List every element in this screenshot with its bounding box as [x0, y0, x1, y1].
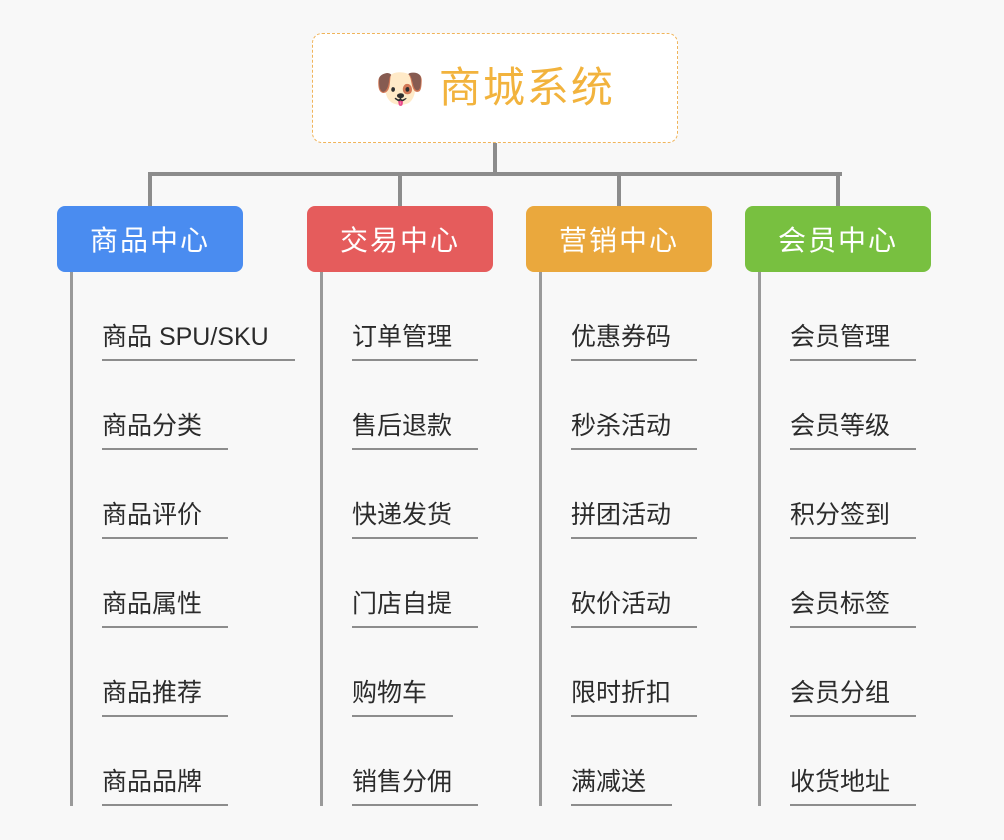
branch-item[interactable]: 商品推荐 [70, 628, 243, 717]
branch-item[interactable]: 限时折扣 [539, 628, 712, 717]
branch-item[interactable]: 秒杀活动 [539, 361, 712, 450]
branch-item[interactable]: 销售分佣 [320, 717, 493, 806]
branch-item[interactable]: 砍价活动 [539, 539, 712, 628]
branch-item-label: 售后退款 [352, 414, 479, 450]
branch-item[interactable]: 会员标签 [758, 539, 931, 628]
branch-item-label: 会员管理 [790, 325, 917, 361]
branch-item-label: 限时折扣 [571, 681, 698, 717]
branch-item-label: 收货地址 [790, 770, 917, 806]
branch-item[interactable]: 订单管理 [320, 272, 493, 361]
branch-item[interactable]: 拼团活动 [539, 450, 712, 539]
branch-trunk-marketing-center [539, 272, 542, 806]
branch-item[interactable]: 会员分组 [758, 628, 931, 717]
branch-item-label: 商品品牌 [102, 770, 229, 806]
branch-header-trade-center[interactable]: 交易中心 [307, 206, 493, 272]
branch-item-label: 商品分类 [102, 414, 229, 450]
branch-trunk-trade-center [320, 272, 323, 806]
connector-horizontal-bar [150, 172, 842, 176]
branch-item[interactable]: 优惠券码 [539, 272, 712, 361]
branch-item-label: 秒杀活动 [571, 414, 698, 450]
branch-item-label: 订单管理 [352, 325, 479, 361]
branch-body-trade-center: 订单管理售后退款快递发货门店自提购物车销售分佣 [320, 272, 493, 806]
branch-trunk-product-center [70, 272, 73, 806]
dog-face-icon: 🐶 [375, 67, 425, 111]
branch-item-label: 商品推荐 [102, 681, 229, 717]
branch-item-label: 销售分佣 [352, 770, 479, 806]
branch-body-product-center: 商品 SPU/SKU 商品分类商品评价商品属性商品推荐商品品牌 [70, 272, 295, 806]
branch-item[interactable]: 收货地址 [758, 717, 931, 806]
root-node[interactable]: 🐶 商城系统 [312, 33, 678, 143]
connector-root-stem [493, 143, 497, 175]
branch-body-marketing-center: 优惠券码秒杀活动拼团活动砍价活动限时折扣满减送 [539, 272, 712, 806]
branch-item-label: 满减送 [571, 770, 673, 806]
branch-item[interactable]: 购物车 [320, 628, 493, 717]
branch-item[interactable]: 积分签到 [758, 450, 931, 539]
branch-item[interactable]: 会员管理 [758, 272, 931, 361]
root-title: 商城系统 [438, 64, 615, 111]
branch-column-member-center: 会员中心会员管理会员等级积分签到会员标签会员分组收货地址 [745, 206, 931, 806]
branch-item[interactable]: 满减送 [539, 717, 712, 806]
branch-item-label: 会员标签 [790, 592, 917, 628]
branch-item-label: 拼团活动 [571, 503, 698, 539]
branch-item[interactable]: 商品品牌 [70, 717, 243, 806]
branch-column-product-center: 商品中心商品 SPU/SKU 商品分类商品评价商品属性商品推荐商品品牌 [57, 206, 295, 806]
branch-item[interactable]: 快递发货 [320, 450, 493, 539]
branch-item[interactable]: 商品分类 [70, 361, 243, 450]
branch-header-marketing-center[interactable]: 营销中心 [526, 206, 712, 272]
branch-item[interactable]: 商品属性 [70, 539, 243, 628]
branch-item[interactable]: 会员等级 [758, 361, 931, 450]
branch-item-label: 砍价活动 [571, 592, 698, 628]
connector-drop-member-center [836, 172, 840, 208]
branch-item[interactable]: 门店自提 [320, 539, 493, 628]
branch-item-label: 会员等级 [790, 414, 917, 450]
branch-item-label: 快递发货 [352, 503, 479, 539]
connector-drop-trade-center [398, 172, 402, 208]
branch-column-trade-center: 交易中心订单管理售后退款快递发货门店自提购物车销售分佣 [307, 206, 493, 806]
branch-header-member-center[interactable]: 会员中心 [745, 206, 931, 272]
branch-header-product-center[interactable]: 商品中心 [57, 206, 243, 272]
branch-column-marketing-center: 营销中心优惠券码秒杀活动拼团活动砍价活动限时折扣满减送 [526, 206, 712, 806]
branch-item[interactable]: 商品评价 [70, 450, 243, 539]
branch-item-label: 优惠券码 [571, 325, 698, 361]
branch-trunk-member-center [758, 272, 761, 806]
branch-item-label: 积分签到 [790, 503, 917, 539]
branch-body-member-center: 会员管理会员等级积分签到会员标签会员分组收货地址 [758, 272, 931, 806]
branch-item-label: 购物车 [352, 681, 454, 717]
connector-drop-marketing-center [617, 172, 621, 208]
connector-drop-product-center [148, 172, 152, 208]
branch-item-label: 商品评价 [102, 503, 229, 539]
branch-item-label: 商品 SPU/SKU [102, 325, 295, 361]
branch-item-label: 会员分组 [790, 681, 917, 717]
branch-item[interactable]: 商品 SPU/SKU [70, 272, 295, 361]
branch-item-label: 门店自提 [352, 592, 479, 628]
branch-item[interactable]: 售后退款 [320, 361, 493, 450]
branch-item-label: 商品属性 [102, 592, 229, 628]
